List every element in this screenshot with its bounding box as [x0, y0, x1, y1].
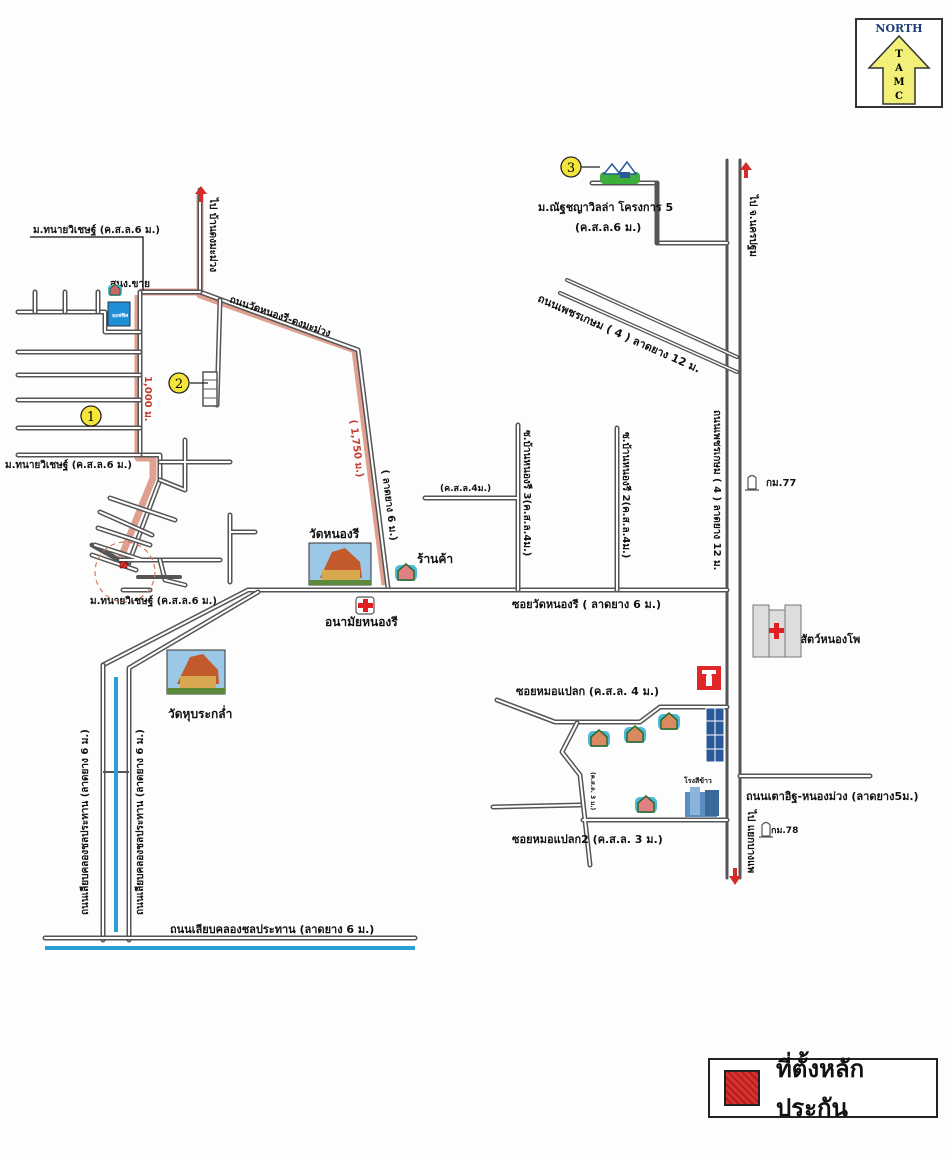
north-letter-t: T: [895, 49, 903, 60]
temple-wat-nong-ree-icon: [308, 542, 372, 586]
north-letter-m: M: [893, 77, 904, 88]
numbered-markers: 1 2 3: [80, 156, 600, 427]
label-to-bang-phae: ไป แยกบางแพ: [745, 809, 758, 874]
label-soi-mo-plaek: ซอยหมอแปลก (ค.ส.ล. 4 ม.): [516, 685, 659, 698]
road-wat-nong-ree-dong-mamuang: [137, 187, 391, 591]
label-phetkasem-vertical: ถนนเพชรเกษม ( 4 ) ลาดยาง 12 ม.: [711, 410, 722, 570]
map-labels: ม.ทนายวิเชษฐ์ (ค.ส.ล.6 ม.) สนง.ขาย ไป บ้…: [5, 194, 919, 936]
factory-icon: [685, 787, 719, 817]
road-network: [15, 158, 873, 950]
road-soi-mo-plaek: [490, 697, 730, 868]
marker-2[interactable]: 2: [168, 372, 190, 394]
road-soi-nong-ree: [422, 422, 620, 593]
arrow-down-icon: [729, 868, 741, 885]
road-soi-wat-nong-ree: [100, 587, 730, 943]
hospital-icon: [752, 604, 802, 658]
marker-2-number: 2: [175, 377, 183, 392]
direction-arrows: [195, 162, 752, 885]
house-icon: [108, 283, 122, 296]
marker-3[interactable]: 3: [560, 156, 582, 178]
sales-office-sign: ออฟฟิศ: [112, 312, 129, 319]
townhouse-icon: [705, 707, 725, 763]
km-post-icon: [759, 821, 773, 838]
label-canal-road-left: ถนนเลียบคลองชลประทาน (ลาดยาง 6 ม.): [79, 729, 91, 915]
north-arrow-icon: T A M C: [867, 34, 931, 105]
label-soi-mo-plaek-2: ซอยหมอแปลก2 (ค.ส.ล. 3 ม.): [512, 833, 663, 846]
label-animal-hospital: รพ.สัตว์หนองโพ: [783, 632, 860, 646]
temple-wat-hup-icon: [166, 649, 226, 695]
legend-label: ที่ตั้งหลักประกัน: [775, 1055, 865, 1122]
label-wat-nong-ree: วัดหนองรี: [309, 527, 360, 541]
marker-1[interactable]: 1: [80, 405, 102, 427]
label-wat-hup: วัดหุบระกล่ำ: [168, 705, 232, 722]
label-shop: ร้านค้า: [417, 552, 453, 566]
label-concrete-3m: (ค.ส.ล. 3 ม.): [589, 772, 596, 811]
label-concrete-4m: (ค.ส.ล.4ม.): [440, 484, 491, 494]
label-village-natchaya-sub: (ค.ส.ล.6 ม.): [575, 221, 641, 234]
poi-icons: ออฟฟิศ: [107, 160, 802, 838]
label-village-natchaya: ม.ณัฐชญาวิลล่า โครงการ 5: [538, 200, 673, 215]
label-mu-thanai-mid: ม.ทนายวิเชษฐ์ (ค.ส.ล.6 ม.): [5, 459, 132, 471]
road-village-1-grid: [15, 289, 258, 603]
label-health-center: อนามัยหนองรี: [325, 615, 398, 629]
label-nong-chai: สนง.ขาย: [110, 279, 150, 290]
label-soi-nong-ree-2: ซ.บ้านหนองรี 2(ค.ส.ล.4ม.): [620, 432, 632, 558]
label-distance-1000: 1,000 ม.: [142, 376, 153, 422]
sales-office-icon: [107, 301, 131, 327]
north-title: NORTH: [875, 22, 923, 35]
house-icon: [635, 795, 657, 813]
health-center-icon: [355, 596, 375, 615]
label-soi-wat-nong-ree: ซอยวัดหนองรี ( ลาดยาง 6 ม.): [512, 598, 661, 611]
label-soi-nong-ree-3: ซ.บ้านหนองรี 3(ค.ส.ล.4ม.): [521, 430, 533, 556]
label-canal-road-bottom: ถนนเลียบคลองชลประทาน (ลาดยาง 6 ม.): [170, 923, 374, 936]
north-letter-c: C: [895, 91, 903, 102]
km-post-icon: [745, 474, 759, 491]
legend-collateral-swatch: [724, 1070, 760, 1106]
label-km77: กม.77: [766, 478, 796, 489]
village-houses-icon: [600, 160, 640, 184]
house-icon: [658, 712, 680, 730]
house-icon: [395, 563, 417, 581]
label-thao-it-nong-muang: ถนนเตาอิฐ-หนองม่วง (ลาดยาง5ม.): [746, 790, 919, 804]
canal: [45, 677, 415, 950]
label-km78: กม.78: [771, 826, 798, 836]
store-sign-icon: [697, 666, 721, 690]
north-letter-a: A: [894, 63, 903, 74]
house-icon: [588, 729, 610, 747]
road-phetkasem-diagonal: [558, 278, 739, 374]
map-legend: ที่ตั้งหลักประกัน: [708, 1055, 938, 1122]
label-canal-road-right: ถนนเลียบคลองชลประทาน (ลาดยาง 6 ม.): [134, 729, 146, 915]
label-mu-thanai-bottom: ม.ทนายวิเชษฐ์ (ค.ส.ล.6 ม.): [90, 595, 217, 607]
label-mu-thanai-top: ม.ทนายวิเชษฐ์ (ค.ส.ล.6 ม.): [33, 224, 160, 236]
label-wat-nong-ree-dong-mamuang: ถนนวัดหนองรี-ดงมะม่วง: [228, 293, 332, 339]
label-to-nakhon-pathom: ไป จ.นครปฐม: [747, 194, 760, 257]
marker-3-number: 3: [567, 161, 575, 176]
label-rice-mill: โรงสีข้าว: [683, 776, 712, 785]
arrow-up-icon: [195, 186, 207, 202]
north-arrow: NORTH T A M C: [855, 18, 943, 108]
road-phetkasem-vertical: [725, 158, 742, 880]
label-to-ban-dong-mamuang: ไป บ้านดงมะม่วง: [207, 197, 220, 272]
house-icon: [624, 725, 646, 743]
collateral-marker: [119, 561, 128, 569]
arrow-up-icon: [740, 162, 752, 178]
marker-1-number: 1: [87, 410, 95, 425]
